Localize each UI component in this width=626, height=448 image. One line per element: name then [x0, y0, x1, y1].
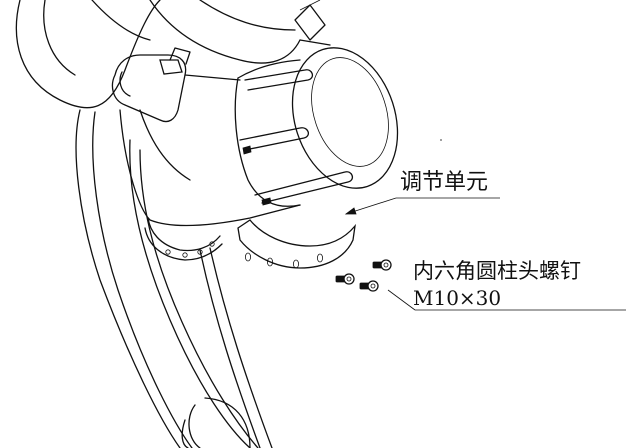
- screw-name-label: 内六角圆柱头螺钉: [413, 259, 581, 283]
- hex-socket-screw: [359, 280, 379, 292]
- leader-adjust-unit: [344, 197, 500, 215]
- ring-hole: [182, 252, 188, 258]
- adjust-unit-label: 调节单元: [400, 170, 488, 195]
- ring-hole: [266, 257, 273, 267]
- leader-screw: [387, 289, 626, 311]
- ring-hole: [197, 249, 203, 255]
- screw-spec-label: M10×30: [413, 286, 501, 310]
- ring-hole: [165, 249, 171, 255]
- cylinder-housing: [119, 47, 399, 227]
- adjusting-unit-part: [237, 219, 356, 269]
- upper-arm-body: [15, 0, 331, 109]
- hex-socket-screw: [372, 259, 392, 271]
- left-ring-segment: [144, 217, 223, 261]
- ring-hole: [244, 252, 251, 262]
- ring-hole: [316, 253, 323, 263]
- hex-socket-screw: [335, 273, 355, 285]
- ring-hole: [292, 259, 299, 269]
- ring-hole: [209, 241, 215, 247]
- lower-arm-link: [75, 109, 273, 448]
- joint-block: [111, 47, 241, 123]
